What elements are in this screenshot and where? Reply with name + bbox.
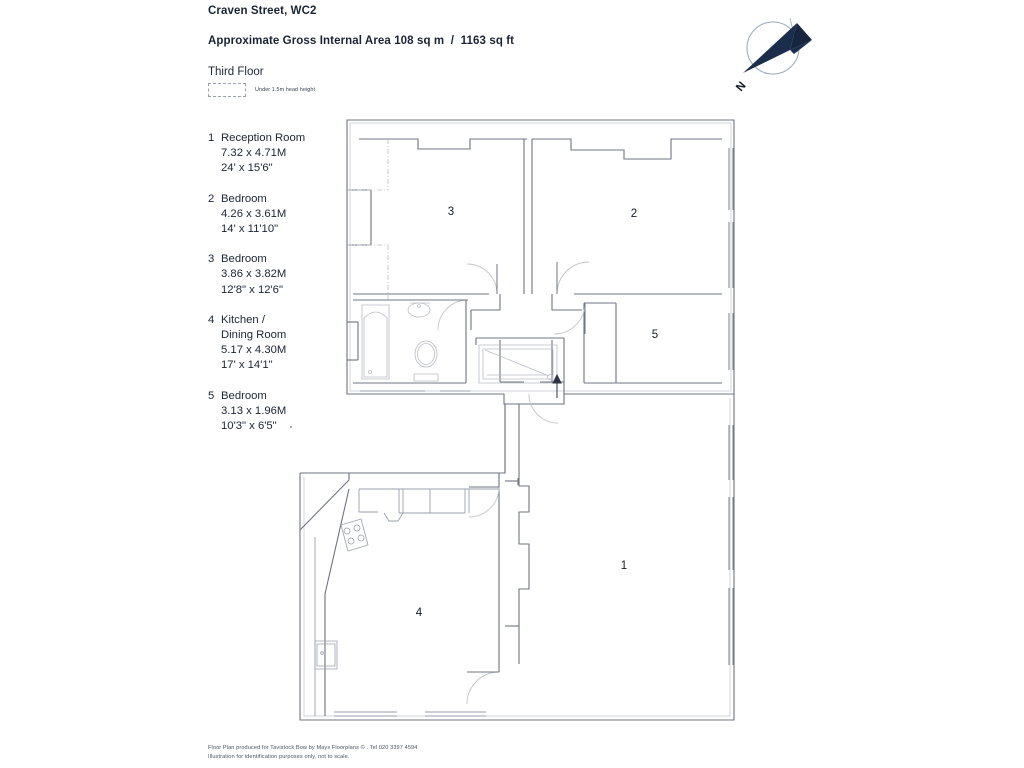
legend-room-name: Kitchen / Dining Room — [221, 313, 287, 342]
lower-block-inner-lining — [303, 398, 731, 717]
legend-item-reception-room: 1 Reception Room 7.32 x 4.71M 24' x 15'6… — [208, 131, 348, 177]
door-swing-arcs-upper — [437, 261, 590, 424]
legend-number: 2 — [208, 192, 215, 205]
room-2-walls — [531, 138, 722, 295]
windows-upper-right — [728, 148, 734, 370]
room-number-2: 2 — [631, 208, 637, 220]
room-3-walls — [347, 138, 527, 295]
kitchen-units — [358, 488, 499, 522]
legend-metric-dims: 4.26 x 3.61M — [221, 207, 287, 220]
low-head-height-zone-room-3 — [347, 139, 389, 299]
page-title: Craven Street, WC2 — [208, 5, 317, 17]
sink-fixture — [314, 640, 338, 670]
washbasin-fixture — [407, 302, 431, 318]
footer-credit-line: Floor Plan produced for Tavistock Bow by… — [208, 745, 418, 751]
legend-metric-dims: 5.17 x 4.30M — [221, 344, 287, 357]
entrance-arrow-icon — [552, 373, 562, 398]
head-height-swatch — [208, 83, 246, 97]
compass-north-label: N — [734, 80, 749, 94]
door-leaves-upper — [438, 262, 586, 334]
bathtub-fixture — [361, 304, 390, 380]
legend-item-bedroom-2: 2 Bedroom 4.26 x 3.61M 14' x 11'10" — [208, 192, 348, 238]
upper-block-inner-lining — [349, 122, 732, 392]
room-1-walls — [505, 404, 530, 664]
head-height-label: Under 1.5m head height — [255, 87, 316, 93]
lower-block-outer-wall — [299, 394, 735, 721]
hob-fixture — [340, 518, 369, 552]
legend-metric-dims: 7.32 x 4.71M — [221, 147, 287, 160]
legend-room-name: Reception Room — [221, 132, 306, 144]
toilet-fixture — [413, 340, 439, 382]
legend-imperial-dims: 14' x 11'10" — [221, 223, 279, 236]
legend-item-kitchen-dining-room: 4 Kitchen / Dining Room 5.17 x 4.30M 17'… — [208, 313, 348, 374]
footer-disclaimer-line: Illustration for identification purposes… — [208, 753, 350, 760]
legend-number: 3 — [208, 253, 215, 266]
door-swing-arcs-lower — [466, 486, 500, 705]
legend-imperial-dims: 24' x 15'6" — [221, 162, 273, 175]
legend-room-name: Bedroom — [221, 389, 267, 402]
room-5-walls — [583, 302, 722, 384]
gross-internal-area: Approximate Gross Internal Area 108 sq m… — [208, 35, 515, 47]
legend-number: 1 — [208, 132, 215, 144]
legend-number: 5 — [208, 389, 215, 402]
windows-lower-bottom — [334, 711, 486, 717]
legend-metric-dims: 3.13 x 1.96M — [221, 404, 287, 417]
footer: Floor Plan produced for Tavistock Bow by… — [208, 744, 608, 761]
bathroom-walls — [347, 299, 467, 384]
room-number-1: 1 — [621, 560, 627, 572]
room-number-3: 3 — [448, 206, 454, 218]
legend-metric-dims: 3.86 x 3.82M — [221, 268, 287, 281]
legend-item-bedroom-5: 5 Bedroom 3.13 x 1.96M 10'3" x 6'5" — [208, 389, 348, 435]
door-leaves-lower — [467, 486, 499, 673]
header: Craven Street, WC2 Approximate Gross Int… — [208, 4, 728, 79]
legend-imperial-dims: 10'3" x 6'5" — [221, 420, 277, 433]
compass-icon: N — [734, 17, 812, 94]
shower-enclosure-wall — [475, 337, 565, 394]
legend-room-name: Bedroom — [221, 192, 267, 205]
room-legend: 1 Reception Room 7.32 x 4.71M 24' x 15'6… — [208, 131, 348, 449]
head-height-key: Under 1.5m head height — [208, 83, 315, 97]
floor-label: Third Floor — [208, 66, 264, 78]
room-4-walls — [299, 404, 506, 716]
room-number-4: 4 — [416, 607, 423, 619]
room-number-5: 5 — [652, 329, 658, 341]
legend-imperial-dims: 17' x 14'1" — [221, 359, 273, 372]
central-hall-walls — [470, 294, 582, 383]
legend-item-bedroom-3: 3 Bedroom 3.86 x 3.82M 12'8" x 12'6" — [208, 252, 348, 298]
legend-imperial-dims: 12'8" x 12'6" — [221, 283, 283, 296]
upper-block-outer-wall — [346, 119, 735, 405]
shower-tray-fixture — [478, 344, 558, 384]
legend-room-name: Bedroom — [221, 253, 267, 266]
compass-rose: N — [724, 6, 828, 98]
windows-lower-right — [728, 425, 734, 665]
legend-number: 4 — [208, 313, 215, 326]
